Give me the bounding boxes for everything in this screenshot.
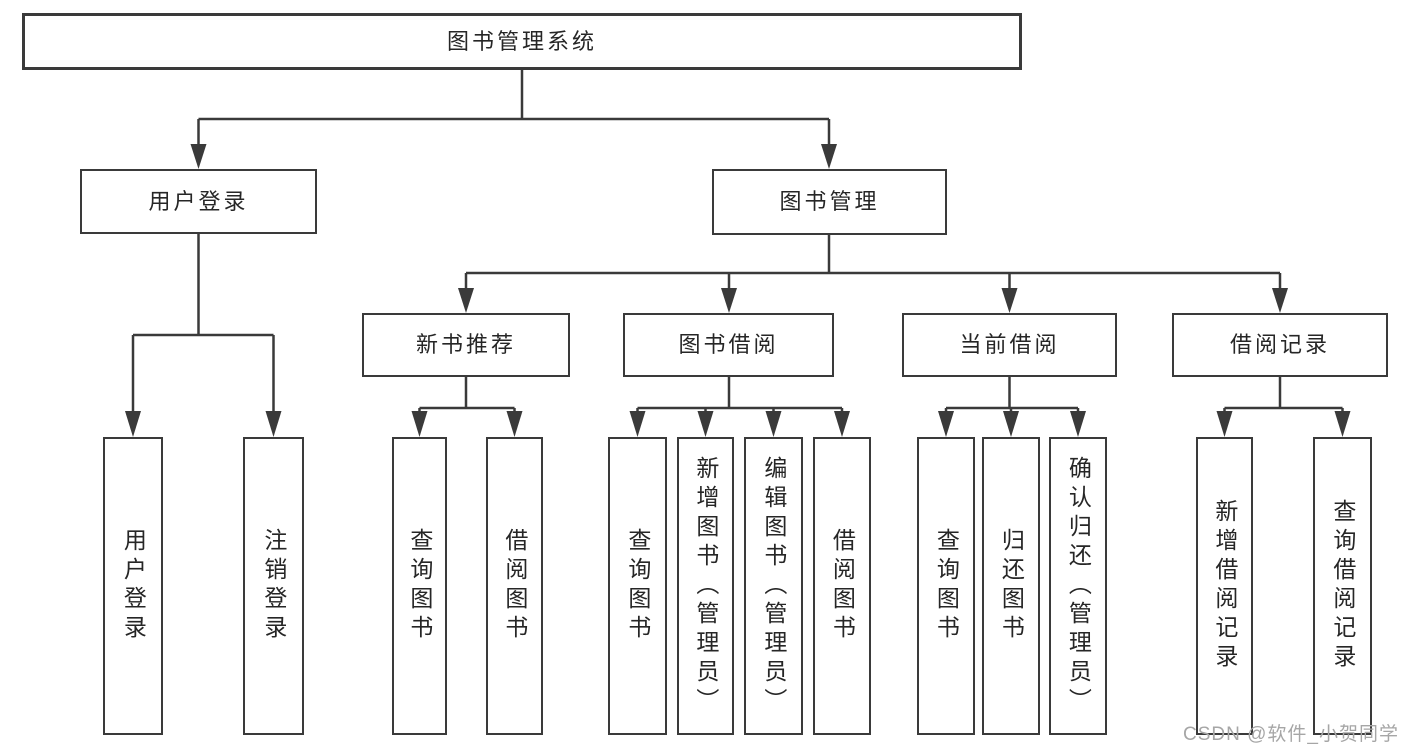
node-current-borrowing: 当前借阅	[902, 313, 1117, 377]
leaf-query-books-borrowing: 查询图书	[608, 437, 667, 735]
tree-connectors	[131, 70, 1344, 413]
arrow-down-icon	[1001, 288, 1018, 313]
arrow-down-icon	[697, 411, 714, 437]
leaf-edit-books-admin: 编辑图书（管理员）	[744, 437, 803, 735]
arrow-down-icon	[834, 411, 850, 437]
arrow-down-icon	[190, 144, 207, 169]
leaf-query-borrow-record: 查询借阅记录	[1313, 437, 1372, 735]
arrow-down-icon	[721, 288, 737, 313]
arrow-down-icon	[1216, 411, 1233, 437]
node-book-borrowing: 图书借阅	[623, 313, 834, 377]
leaf-query-books-current: 查询图书	[917, 437, 975, 735]
node-borrowing-records: 借阅记录	[1172, 313, 1388, 377]
leaf-user-login: 用户登录	[103, 437, 163, 735]
node-book-management: 图书管理	[712, 169, 947, 235]
leaf-confirm-return-admin: 确认归还（管理员）	[1049, 437, 1107, 735]
arrow-down-icon	[821, 144, 837, 169]
node-new-book-recommendation: 新书推荐	[362, 313, 570, 377]
arrow-down-icon	[765, 411, 782, 437]
arrow-down-icon	[1334, 411, 1351, 437]
arrowheads	[125, 144, 1351, 437]
arrow-down-icon	[1070, 411, 1086, 437]
leaf-add-borrow-record: 新增借阅记录	[1196, 437, 1253, 735]
leaf-add-books-admin: 新增图书（管理员）	[677, 437, 734, 735]
arrow-down-icon	[506, 411, 523, 437]
leaf-query-books-recommend: 查询图书	[392, 437, 447, 735]
arrow-down-icon	[1003, 411, 1019, 437]
arrow-down-icon	[411, 411, 428, 437]
arrow-down-icon	[265, 411, 282, 437]
arrow-down-icon	[1272, 288, 1288, 313]
arrow-down-icon	[938, 411, 954, 437]
leaf-borrow-books-recommend: 借阅图书	[486, 437, 543, 735]
leaf-borrow-books: 借阅图书	[813, 437, 871, 735]
watermark: CSDN @软件_小贺同学	[1183, 724, 1399, 745]
leaf-return-books: 归还图书	[982, 437, 1040, 735]
node-library-management-system: 图书管理系统	[22, 13, 1022, 70]
arrow-down-icon	[125, 411, 141, 437]
arrow-down-icon	[629, 411, 646, 437]
node-user-login: 用户登录	[80, 169, 317, 234]
leaf-logout: 注销登录	[243, 437, 304, 735]
arrow-down-icon	[458, 288, 474, 313]
